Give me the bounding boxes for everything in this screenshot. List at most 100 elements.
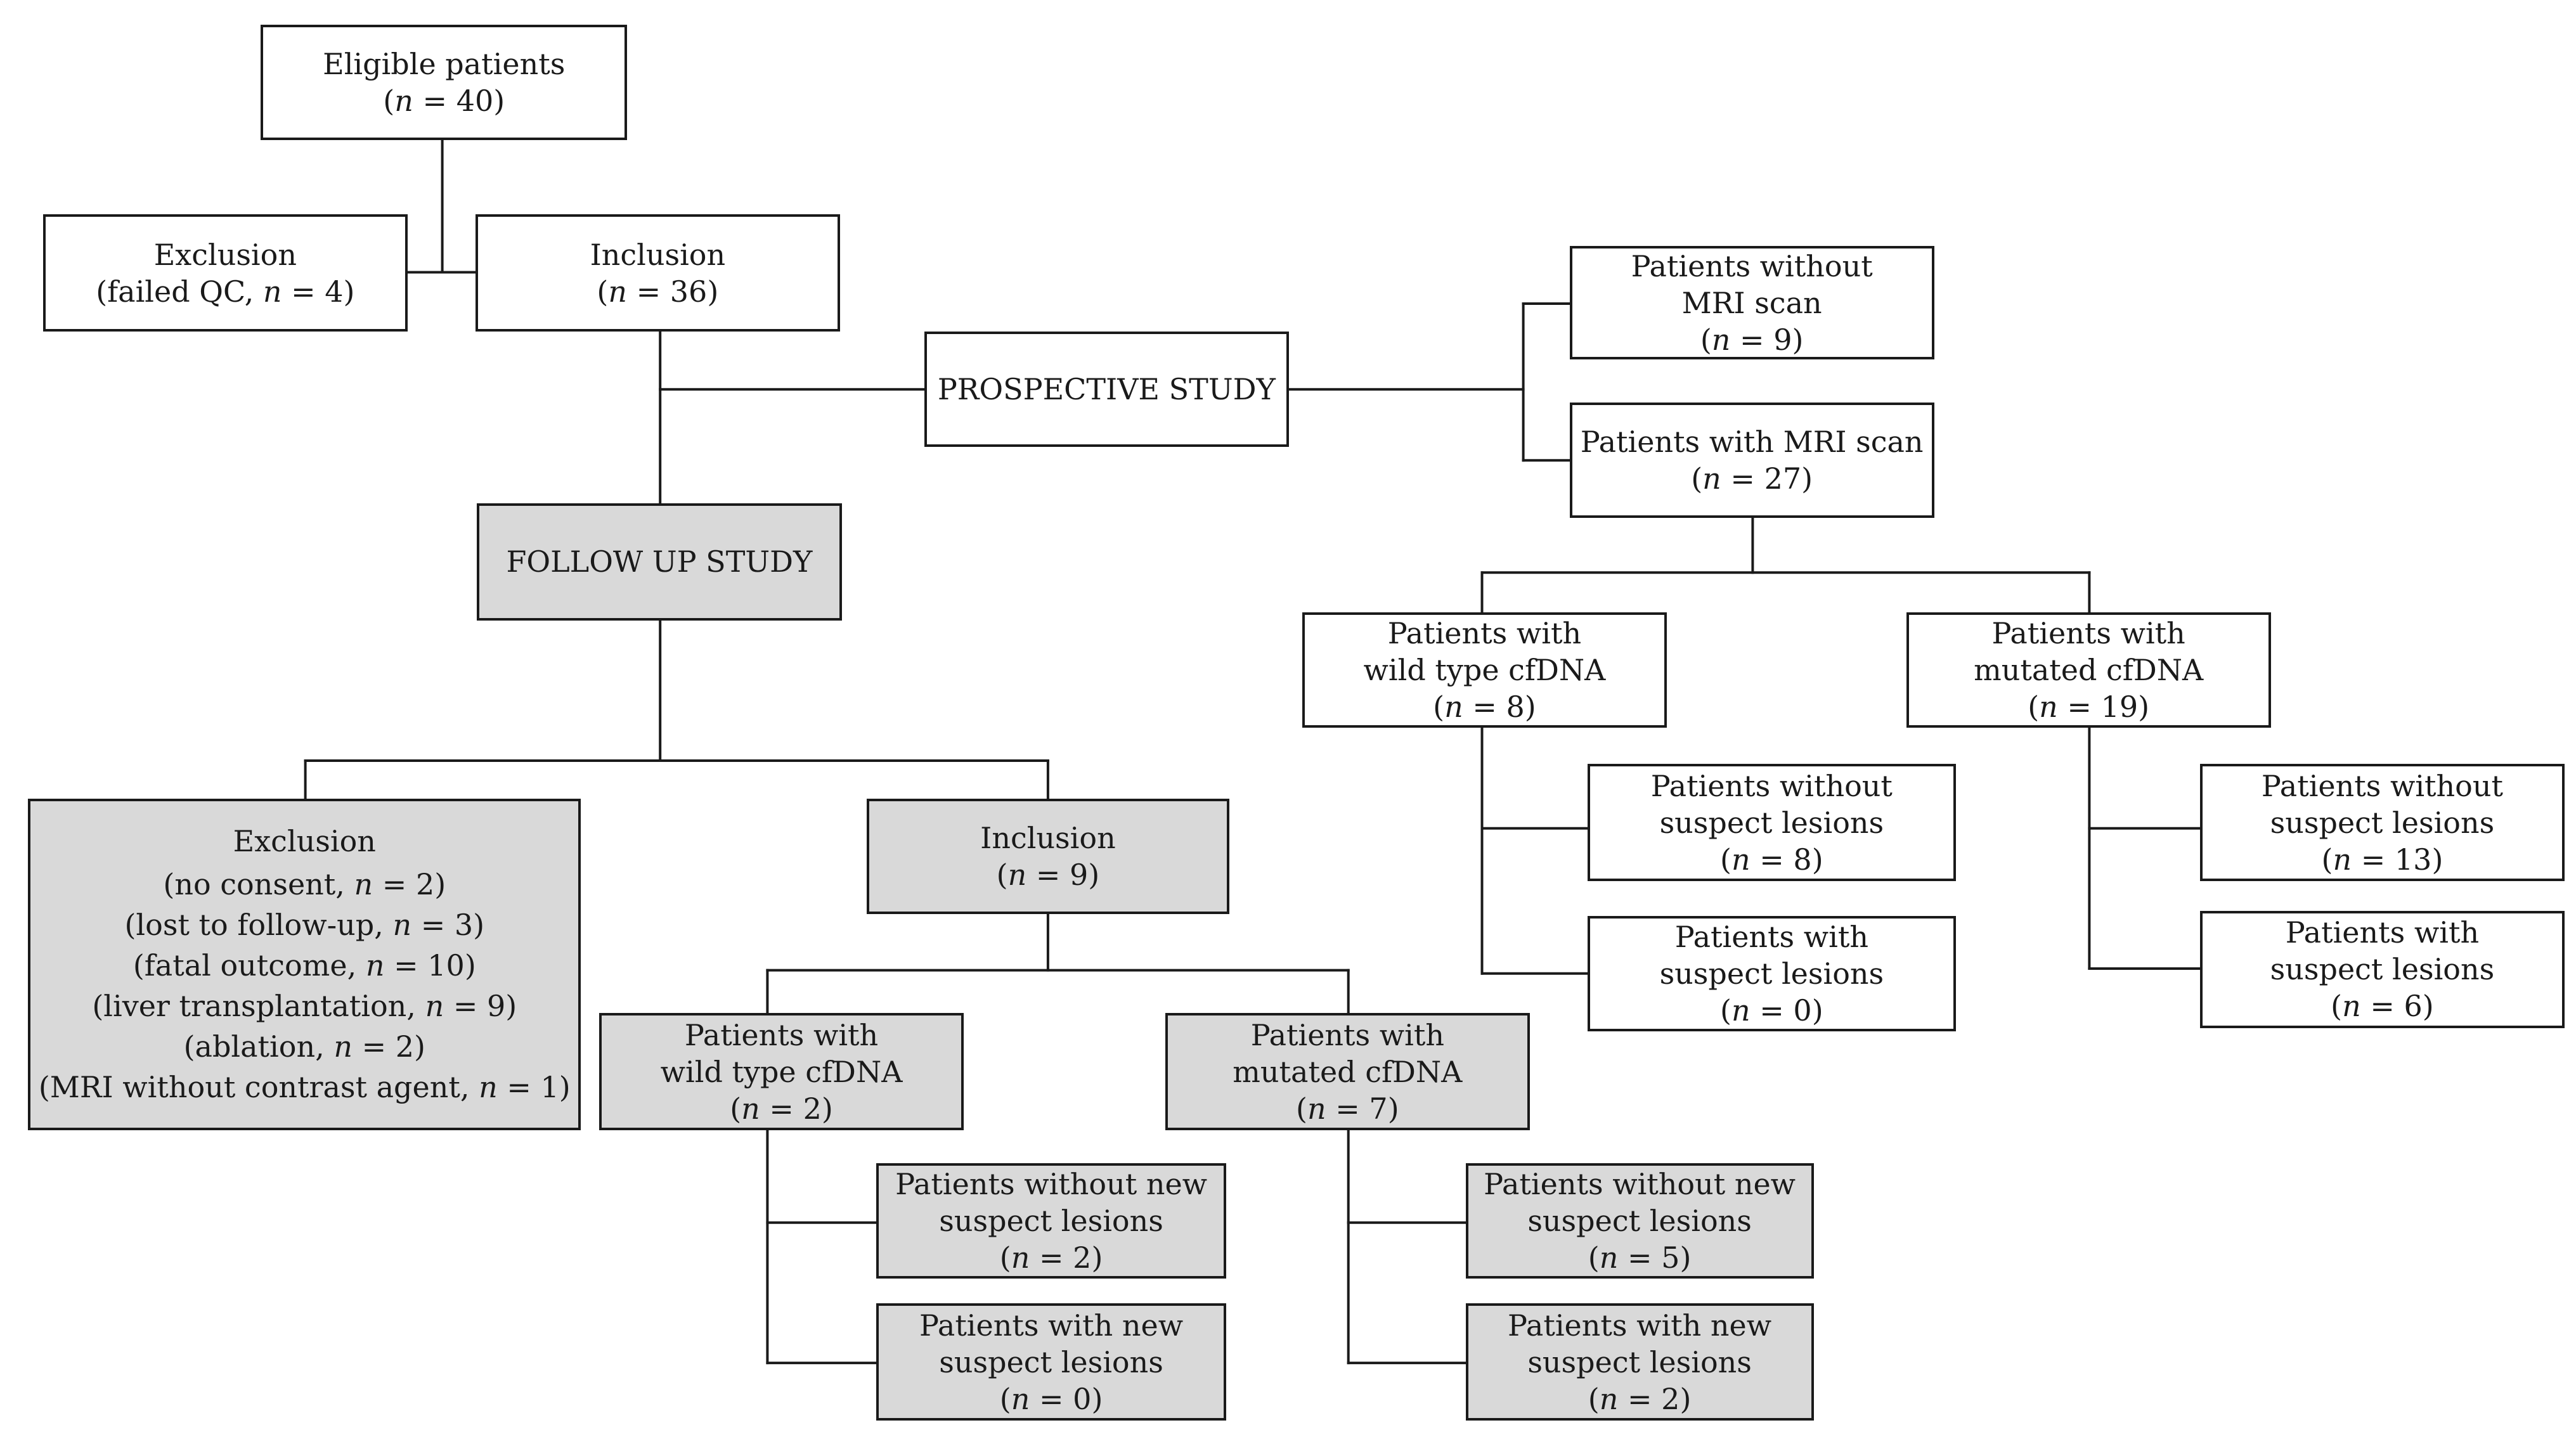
- box-text-line: suspect lesions: [1659, 805, 1884, 840]
- count-label: (MRI without contrast agent, n = 1): [38, 1070, 571, 1105]
- n-symbol: n: [1444, 689, 1463, 724]
- fu-exclusion-box: Exclusion(no consent, n = 2)(lost to fol…: [28, 798, 581, 1131]
- count-label: (n = 36): [597, 274, 719, 309]
- fu-inclusion-box: Inclusion(n = 9): [866, 798, 1230, 915]
- n-symbol: n: [1011, 1381, 1030, 1416]
- exclusion-top-box: Exclusion(failed QC, n = 4): [42, 214, 408, 332]
- count-label: (no consent, n = 2): [163, 867, 446, 902]
- count-label: (n = 6): [2331, 989, 2434, 1024]
- count-value: 2: [415, 867, 435, 902]
- eligible-box: Eligible patients(n = 40): [261, 25, 628, 141]
- count-label: (lost to follow-up, n = 3): [124, 908, 485, 943]
- count-value: 7: [1369, 1091, 1388, 1126]
- count-value: 2: [1661, 1381, 1680, 1416]
- box-text-line: Patients with: [684, 1017, 879, 1052]
- count-label: (ablation, n = 2): [183, 1029, 425, 1064]
- box-text-line: Patients without new: [895, 1167, 1208, 1202]
- box-text-line: Inclusion: [980, 820, 1116, 855]
- box-text-line: Patients with new: [1508, 1308, 1772, 1343]
- box-text-line: suspect lesions: [1527, 1344, 1752, 1379]
- n-symbol: n: [425, 989, 444, 1024]
- count-label: (n = 8): [1720, 842, 1823, 877]
- box-text-line: wild type cfDNA: [660, 1054, 903, 1089]
- n-symbol: n: [2333, 842, 2352, 877]
- n-symbol: n: [1599, 1241, 1619, 1275]
- count-value: 5: [1661, 1241, 1680, 1275]
- box-text-line: suspect lesions: [1527, 1204, 1752, 1239]
- count-value: 8: [1506, 689, 1525, 724]
- box-text-line: Patients without: [2261, 768, 2503, 803]
- count-label: (n = 40): [383, 84, 505, 119]
- box-text-line: Patients with new: [919, 1308, 1184, 1343]
- box-text-line: Patients without: [1650, 768, 1893, 803]
- count-value: 8: [1793, 842, 1812, 877]
- count-value: 0: [1073, 1381, 1092, 1416]
- count-value: 40: [456, 84, 494, 119]
- count-value: 13: [2394, 842, 2432, 877]
- count-label: (n = 7): [1296, 1091, 1399, 1126]
- count-prefix: (fatal outcome,: [133, 948, 366, 983]
- count-value: 3: [454, 908, 474, 943]
- count-label: (n = 9): [1700, 322, 1804, 357]
- count-value: 10: [427, 948, 465, 983]
- box-text-line: Patients with MRI scan: [1580, 425, 1924, 460]
- count-label: (n = 27): [1691, 461, 1813, 496]
- box-text-line: suspect lesions: [939, 1344, 1163, 1379]
- box-text-line: Patients without: [1631, 248, 1873, 283]
- count-label: (n = 9): [996, 857, 1100, 892]
- n-symbol: n: [2342, 989, 2361, 1024]
- count-label: (n = 19): [2028, 689, 2150, 724]
- n-symbol: n: [1011, 1241, 1030, 1275]
- box-text-line: Patients with: [1250, 1017, 1444, 1052]
- count-label: (liver transplantation, n = 9): [92, 989, 517, 1024]
- followup-box: FOLLOW UP STUDY: [477, 503, 842, 621]
- box-text-line: Patients with: [1387, 616, 1582, 650]
- count-prefix: (MRI without contrast agent,: [38, 1070, 479, 1105]
- count-value: 9: [487, 989, 506, 1024]
- box-text-line: FOLLOW UP STUDY: [506, 545, 813, 579]
- box-text-line: Inclusion: [590, 237, 726, 272]
- count-prefix: (no consent,: [163, 867, 354, 902]
- count-value: 9: [1070, 857, 1089, 892]
- box-text-line: mutated cfDNA: [1233, 1054, 1463, 1089]
- count-value: 4: [325, 274, 344, 309]
- count-prefix: (ablation,: [183, 1029, 334, 1064]
- n-symbol: n: [365, 948, 385, 983]
- count-label: (fatal outcome, n = 10): [133, 948, 476, 983]
- n-symbol: n: [1731, 993, 1751, 1028]
- count-value: 2: [1073, 1241, 1092, 1275]
- count-label: (n = 0): [1720, 993, 1823, 1028]
- count-label: (n = 0): [999, 1381, 1103, 1416]
- box-text-line: Eligible patients: [323, 47, 566, 82]
- n-symbol: n: [394, 84, 413, 119]
- box-text-line: wild type cfDNA: [1363, 652, 1606, 687]
- n-symbol: n: [479, 1070, 498, 1105]
- n-symbol: n: [333, 1029, 353, 1064]
- pros-with-mri-box: Patients with MRI scan(n = 27): [1569, 403, 1934, 519]
- count-label: (n = 2): [999, 1241, 1103, 1275]
- count-value: 6: [2404, 989, 2423, 1024]
- n-symbol: n: [1007, 857, 1027, 892]
- n-symbol: n: [1599, 1381, 1619, 1416]
- inclusion-top-box: Inclusion(n = 36): [475, 214, 840, 332]
- box-text-line: MRI scan: [1681, 285, 1822, 320]
- count-label: (n = 5): [1588, 1241, 1692, 1275]
- box-text-line: Exclusion: [153, 237, 297, 272]
- box-text-line: Patients with: [2285, 915, 2480, 950]
- box-text-line: PROSPECTIVE STUDY: [937, 372, 1276, 407]
- box-text-line: suspect lesions: [1659, 956, 1884, 991]
- count-label: (n = 2): [730, 1091, 833, 1126]
- box-text-line: suspect lesions: [939, 1204, 1163, 1239]
- count-value: 2: [803, 1091, 822, 1126]
